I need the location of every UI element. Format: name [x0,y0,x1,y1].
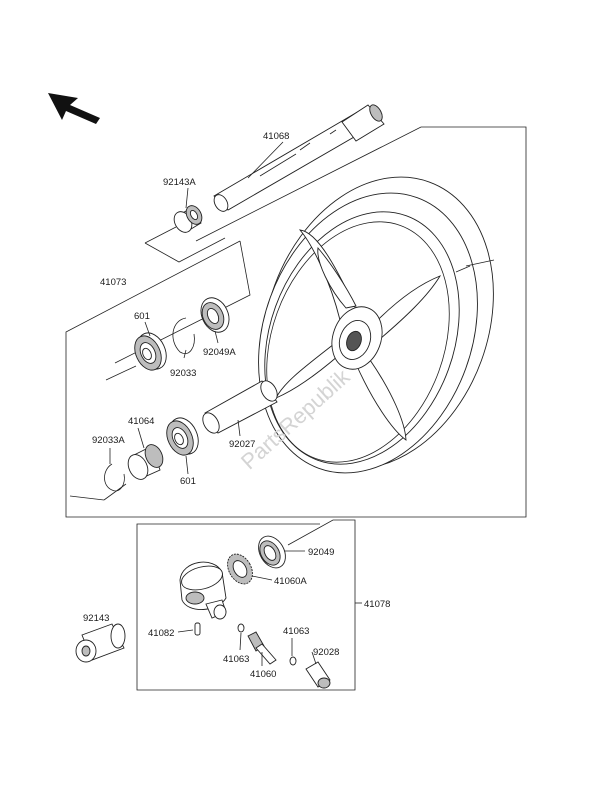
bearing-601-lower [166,417,199,456]
label-41063-right: 41063 [283,626,309,637]
axle-41068 [213,104,385,212]
label-92027: 92027 [229,439,255,450]
pin-41082 [194,622,201,636]
bushing-92028 [305,661,331,689]
bushing-41064 [127,444,164,480]
label-92143: 92143 [83,613,109,624]
label-92049A: 92049A [203,347,236,358]
label-92049: 92049 [308,547,334,558]
label-601-lower: 601 [180,476,196,487]
spacer-92027 [202,380,278,434]
pinion-shaft-41060 [247,631,277,665]
label-41060: 41060 [250,669,276,680]
label-601-upper: 601 [134,311,150,322]
hub-subassembly-box [136,519,356,691]
label-92033: 92033 [170,368,196,379]
bearing-601-upper [105,332,167,381]
washer-41063-right [289,656,297,666]
gear-41060A [227,553,253,585]
label-92033A: 92033A [92,435,125,446]
label-41068: 41068 [263,131,289,142]
speedometer-gear-housing [179,561,227,620]
label-41060A: 41060A [274,576,307,587]
washer-41063-left [237,623,245,633]
label-41063-left: 41063 [223,654,249,665]
collar-92143A [173,205,203,233]
label-41078: 41078 [364,599,390,610]
collar-92143 [75,623,126,663]
oil-seal-92049 [258,535,286,569]
circlip-92033 [172,317,195,354]
label-41064: 41064 [128,416,154,427]
label-92028: 92028 [313,647,339,658]
label-41082: 41082 [148,628,174,639]
oil-seal-92049A [200,297,230,333]
direction-arrow-icon [48,93,100,124]
wheel-rim [258,176,495,474]
circlip-92033A [104,463,125,492]
label-41073: 41073 [100,277,126,288]
leader-lines [109,141,362,666]
label-92143A: 92143A [163,177,196,188]
